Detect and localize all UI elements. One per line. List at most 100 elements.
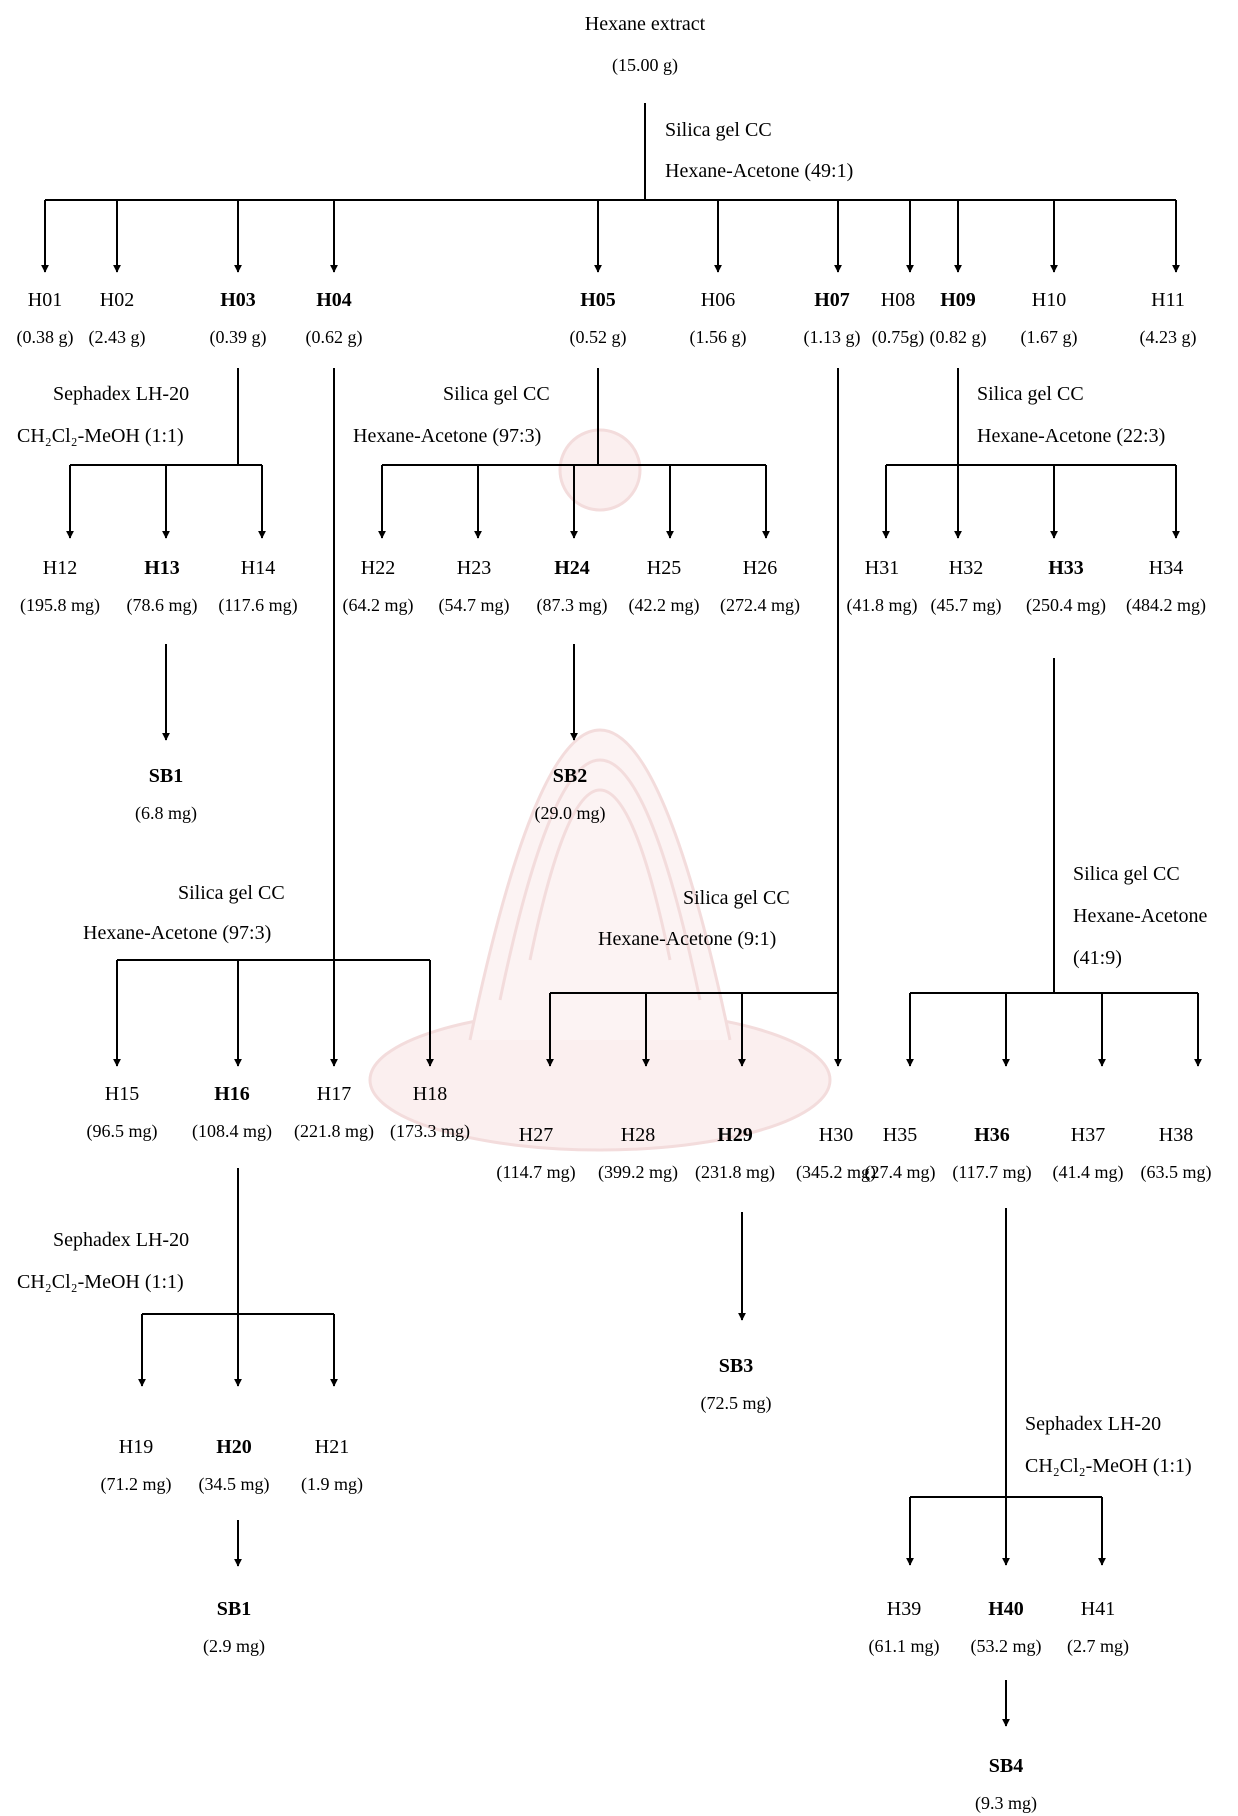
fraction-mass-h19: (71.2 mg) bbox=[100, 1474, 172, 1494]
fraction-mass-h02: (2.43 g) bbox=[88, 327, 146, 347]
condition-c7-line3: (41:9) bbox=[1073, 947, 1122, 969]
fraction-mass-h05: (0.52 g) bbox=[569, 327, 627, 347]
condition-c7-line1: Silica gel CC bbox=[1073, 863, 1180, 885]
fraction-mass-sb3: (72.5 mg) bbox=[700, 1393, 772, 1413]
fraction-mass-sb4: (9.3 mg) bbox=[975, 1793, 1037, 1813]
fraction-mass-h04: (0.62 g) bbox=[305, 327, 363, 347]
fraction-label-h24: H24 bbox=[554, 557, 590, 579]
fraction-label-h40: H40 bbox=[988, 1598, 1024, 1620]
fraction-mass-sb1a: (6.8 mg) bbox=[135, 803, 197, 823]
fraction-label-sb2: SB2 bbox=[552, 765, 588, 787]
fraction-label-h22: H22 bbox=[360, 557, 396, 579]
fraction-label-h35: H35 bbox=[882, 1124, 918, 1146]
fraction-label-h19: H19 bbox=[118, 1436, 154, 1458]
fraction-label-h05: H05 bbox=[580, 289, 616, 311]
condition-c2-line2: CH₂Cl₂-MeOH (1:1) bbox=[17, 425, 184, 447]
fraction-label-h33: H33 bbox=[1048, 557, 1084, 579]
fraction-label-h12: H12 bbox=[42, 557, 78, 579]
condition-c4-line1: Silica gel CC bbox=[977, 383, 1084, 405]
fraction-label-h02: H02 bbox=[99, 289, 135, 311]
fraction-mass-h26: (272.4 mg) bbox=[720, 595, 800, 615]
fraction-mass-h17: (221.8 mg) bbox=[294, 1121, 374, 1141]
fraction-label-h13: H13 bbox=[144, 557, 180, 579]
fraction-mass-h24: (87.3 mg) bbox=[536, 595, 608, 615]
fraction-label-h32: H32 bbox=[948, 557, 984, 579]
condition-c9-line2: CH₂Cl₂-MeOH (1:1) bbox=[1025, 1455, 1192, 1477]
fraction-mass-h29: (231.8 mg) bbox=[695, 1162, 775, 1182]
fraction-label-h17: H17 bbox=[316, 1083, 352, 1105]
fraction-label-h26: H26 bbox=[742, 557, 778, 579]
fraction-label-h20: H20 bbox=[216, 1436, 252, 1458]
fraction-mass-h18: (173.3 mg) bbox=[390, 1121, 470, 1141]
fraction-mass-h16: (108.4 mg) bbox=[192, 1121, 272, 1141]
fraction-label-h36: H36 bbox=[974, 1124, 1010, 1146]
fraction-mass-h28: (399.2 mg) bbox=[598, 1162, 678, 1182]
fraction-mass-h32: (45.7 mg) bbox=[930, 595, 1002, 615]
condition-c8-line2: CH₂Cl₂-MeOH (1:1) bbox=[17, 1271, 184, 1293]
condition-c5-line1: Silica gel CC bbox=[178, 882, 285, 904]
fraction-label-h04: H04 bbox=[316, 289, 352, 311]
fraction-label-h29: H29 bbox=[717, 1124, 753, 1146]
fraction-mass-h12: (195.8 mg) bbox=[20, 595, 100, 615]
fraction-label-h06: H06 bbox=[700, 289, 736, 311]
condition-c7-line2: Hexane-Acetone bbox=[1073, 905, 1208, 927]
fraction-mass-h15: (96.5 mg) bbox=[86, 1121, 158, 1141]
fraction-mass-h37: (41.4 mg) bbox=[1052, 1162, 1124, 1182]
fraction-label-h25: H25 bbox=[646, 557, 682, 579]
fraction-mass-h38: (63.5 mg) bbox=[1140, 1162, 1212, 1182]
condition-c6-line2: Hexane-Acetone (9:1) bbox=[598, 928, 777, 950]
fraction-mass-h40: (53.2 mg) bbox=[970, 1636, 1042, 1656]
fraction-label-h21: H21 bbox=[314, 1436, 350, 1458]
condition-c1-line1: Silica gel CC bbox=[665, 119, 772, 141]
condition-c3-line1: Silica gel CC bbox=[443, 383, 550, 405]
fraction-label-h08: H08 bbox=[880, 289, 916, 311]
condition-c5-line2: Hexane-Acetone (97:3) bbox=[83, 922, 272, 944]
fraction-mass-h34: (484.2 mg) bbox=[1126, 595, 1206, 615]
fraction-label-h14: H14 bbox=[240, 557, 276, 579]
fraction-label-h41: H41 bbox=[1080, 1598, 1116, 1620]
fraction-label-h37: H37 bbox=[1070, 1124, 1106, 1146]
fraction-mass-h09: (0.82 g) bbox=[929, 327, 987, 347]
fraction-label-h09: H09 bbox=[940, 289, 976, 311]
fraction-mass-h06: (1.56 g) bbox=[689, 327, 747, 347]
fraction-label-h10: H10 bbox=[1031, 289, 1067, 311]
condition-c4-line2: Hexane-Acetone (22:3) bbox=[977, 425, 1166, 447]
fraction-mass-h13: (78.6 mg) bbox=[126, 595, 198, 615]
fraction-mass-h30: (345.2 mg) bbox=[796, 1162, 876, 1182]
fraction-label-h39: H39 bbox=[886, 1598, 922, 1620]
root-name: Hexane extract bbox=[584, 13, 706, 35]
fraction-mass-h20: (34.5 mg) bbox=[198, 1474, 270, 1494]
fraction-label-h18: H18 bbox=[412, 1083, 448, 1105]
fraction-label-h34: H34 bbox=[1148, 557, 1184, 579]
fraction-label-h01: H01 bbox=[27, 289, 63, 311]
condition-c9-line1: Sephadex LH-20 bbox=[1025, 1413, 1162, 1435]
fraction-label-h23: H23 bbox=[456, 557, 492, 579]
fraction-label-h30: H30 bbox=[818, 1124, 854, 1146]
fraction-mass-h41: (2.7 mg) bbox=[1067, 1636, 1129, 1656]
fraction-label-h28: H28 bbox=[620, 1124, 656, 1146]
fraction-mass-h10: (1.67 g) bbox=[1020, 327, 1078, 347]
fraction-mass-h25: (42.2 mg) bbox=[628, 595, 700, 615]
fraction-mass-h07: (1.13 g) bbox=[803, 327, 861, 347]
fraction-label-h31: H31 bbox=[864, 557, 900, 579]
fraction-mass-sb2: (29.0 mg) bbox=[534, 803, 606, 823]
fraction-mass-h14: (117.6 mg) bbox=[218, 595, 298, 615]
fraction-mass-h01: (0.38 g) bbox=[16, 327, 74, 347]
fraction-mass-h23: (54.7 mg) bbox=[438, 595, 510, 615]
condition-c8-line1: Sephadex LH-20 bbox=[53, 1229, 190, 1251]
fraction-label-h03: H03 bbox=[220, 289, 256, 311]
fraction-mass-h39: (61.1 mg) bbox=[868, 1636, 940, 1656]
fraction-label-h27: H27 bbox=[518, 1124, 554, 1146]
fraction-label-h07: H07 bbox=[814, 289, 850, 311]
condition-c6-line1: Silica gel CC bbox=[683, 887, 790, 909]
fraction-label-sb1b: SB1 bbox=[216, 1598, 252, 1620]
fraction-mass-h35: (27.4 mg) bbox=[864, 1162, 936, 1182]
fraction-label-sb3: SB3 bbox=[718, 1355, 754, 1377]
fraction-mass-h36: (117.7 mg) bbox=[952, 1162, 1032, 1182]
fraction-mass-h33: (250.4 mg) bbox=[1026, 595, 1106, 615]
root-mass: (15.00 g) bbox=[612, 55, 678, 75]
fraction-mass-sb1b: (2.9 mg) bbox=[203, 1636, 265, 1656]
fraction-label-h16: H16 bbox=[214, 1083, 250, 1105]
